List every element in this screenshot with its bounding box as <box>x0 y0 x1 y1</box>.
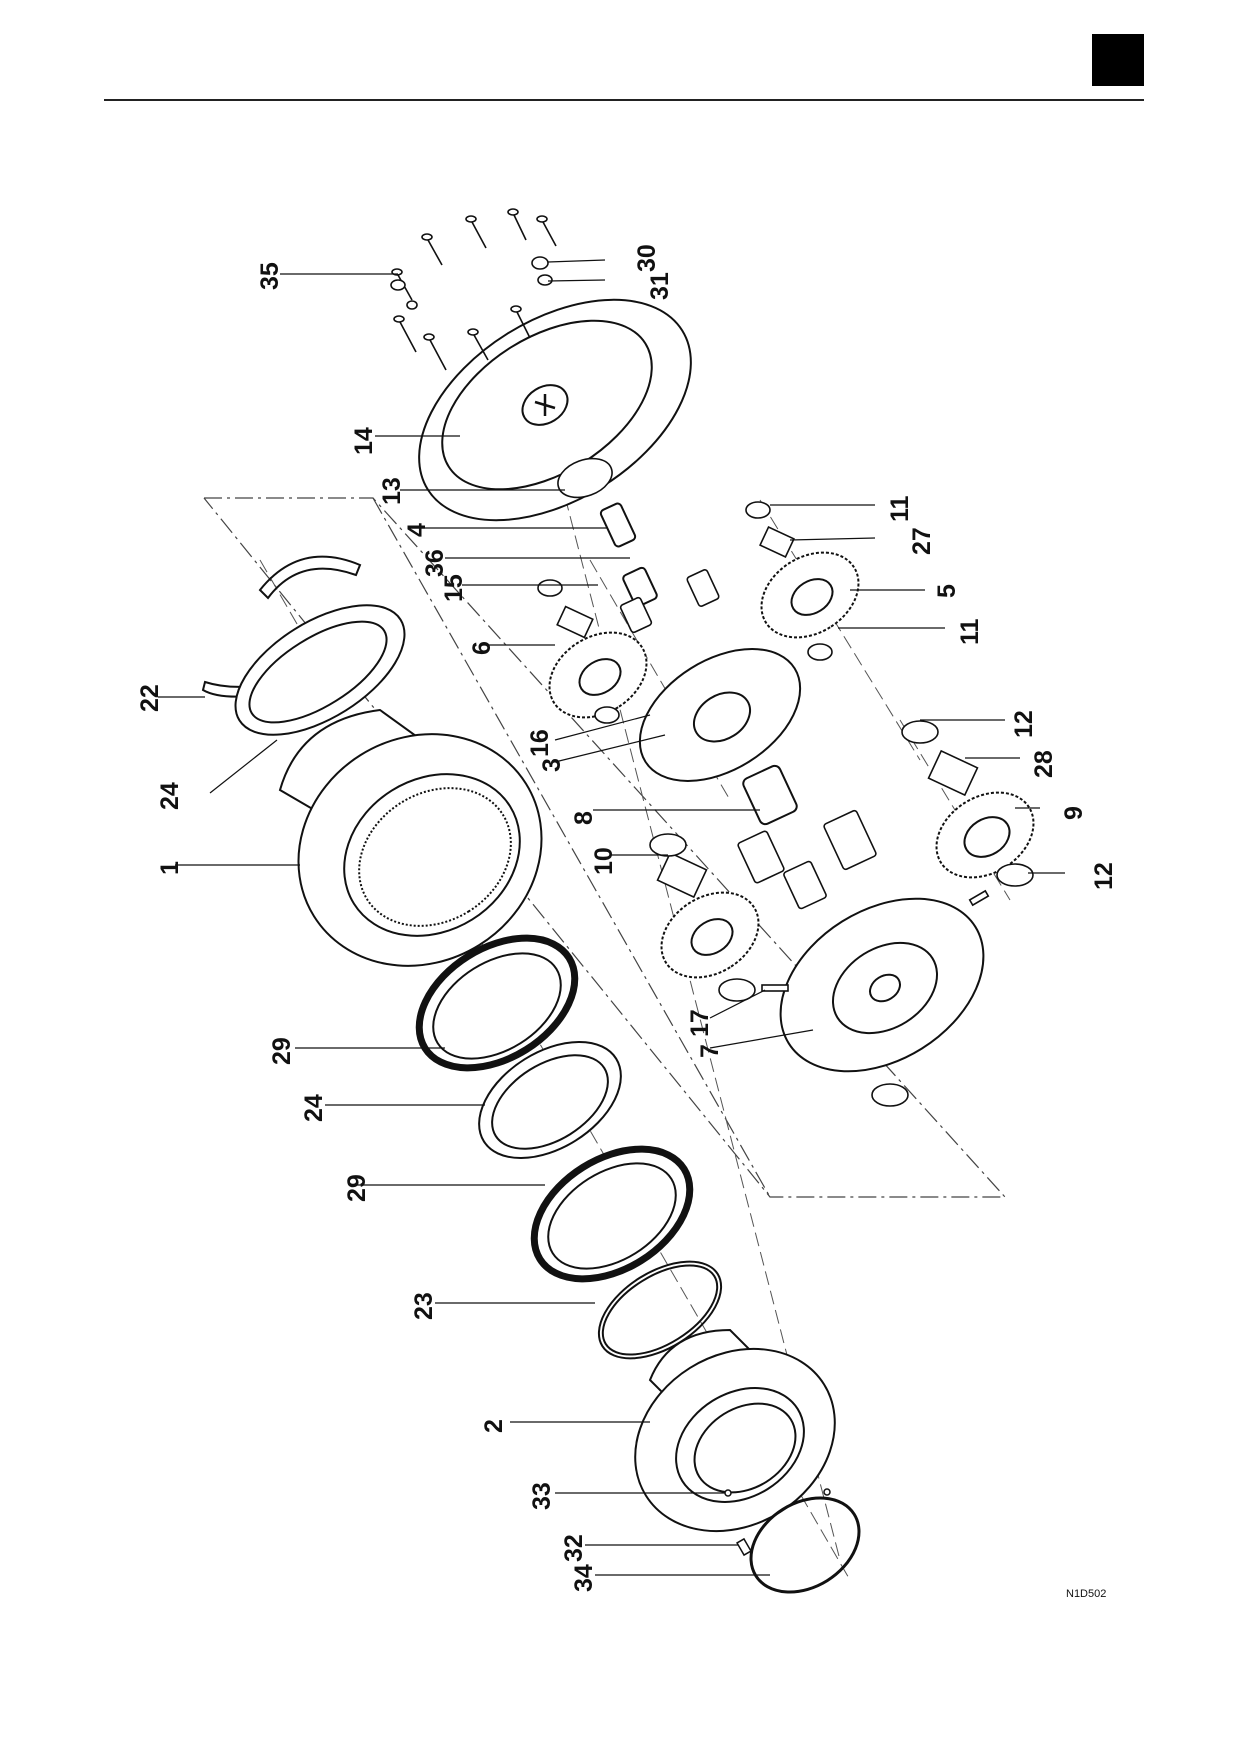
callout-33: 33 <box>528 1482 556 1510</box>
part-24-upper-seal <box>234 604 406 736</box>
callout-30: 30 <box>633 244 661 272</box>
part-3-carrier <box>638 648 802 782</box>
small-pins <box>724 1488 831 1557</box>
part-13-washer <box>557 457 613 499</box>
callout-12-lower: 12 <box>1090 862 1118 890</box>
part-6-planet-gear <box>548 631 648 719</box>
upper-bearings-and-pins <box>537 501 833 724</box>
part-7-carrier <box>779 897 985 1073</box>
callout-10: 10 <box>590 847 618 875</box>
part-10-planet-gear <box>660 891 760 979</box>
callout-12-upper: 12 <box>1010 710 1038 738</box>
part-14-cover <box>418 298 692 522</box>
figure-code: N1D502 <box>1066 1588 1107 1600</box>
callout-5: 5 <box>933 584 961 598</box>
leader-lines <box>158 259 1065 1576</box>
callout-3: 3 <box>538 758 566 772</box>
callout-16: 16 <box>526 729 554 757</box>
callout-8: 8 <box>570 811 598 825</box>
callout-1: 1 <box>156 861 184 875</box>
callout-7: 7 <box>696 1044 724 1058</box>
part-29-upper-seal <box>415 934 579 1072</box>
assembly-boundary <box>203 497 1007 1198</box>
callout-36: 36 <box>421 549 449 577</box>
callout-15: 15 <box>440 574 468 602</box>
part-24-lower-seal <box>478 1040 622 1160</box>
callout-32: 32 <box>560 1534 588 1562</box>
callout-35: 35 <box>256 262 284 290</box>
callout-14: 14 <box>350 427 378 455</box>
part-8-sun-gear <box>742 764 798 826</box>
callout-11-upper: 11 <box>886 495 914 522</box>
callout-17: 17 <box>686 1009 714 1037</box>
callout-11-lower: 11 <box>956 618 984 645</box>
lower-bearings-and-pins <box>649 720 1034 1107</box>
callout-4: 4 <box>403 523 431 537</box>
part-1-housing <box>278 708 543 967</box>
callout-9: 9 <box>1060 806 1088 820</box>
callout-24-lower: 24 <box>300 1094 328 1122</box>
part-4-sun-shaft <box>599 502 658 608</box>
part-5-planet-gear <box>760 551 860 639</box>
callout-22: 22 <box>136 684 164 712</box>
callout-29-lower: 29 <box>343 1174 371 1202</box>
callout-2: 2 <box>480 1419 508 1433</box>
callout-23: 23 <box>410 1292 438 1320</box>
callout-34: 34 <box>570 1564 598 1592</box>
callout-24-upper: 24 <box>156 782 184 810</box>
callout-labels: 35 30 31 14 13 4 36 15 11 27 5 11 6 22 1… <box>136 244 1118 1592</box>
part-2-spindle <box>634 1328 836 1533</box>
callout-13: 13 <box>378 477 406 505</box>
callout-28: 28 <box>1030 750 1058 778</box>
callout-6: 6 <box>468 641 496 655</box>
part-29-lower-seal <box>530 1145 694 1283</box>
callout-29-upper: 29 <box>268 1037 296 1065</box>
page-marker-square <box>1092 34 1144 86</box>
callout-31: 31 <box>646 272 674 300</box>
callout-27: 27 <box>908 527 936 555</box>
header-rule <box>104 99 1144 101</box>
part-34-o-ring <box>749 1496 861 1594</box>
